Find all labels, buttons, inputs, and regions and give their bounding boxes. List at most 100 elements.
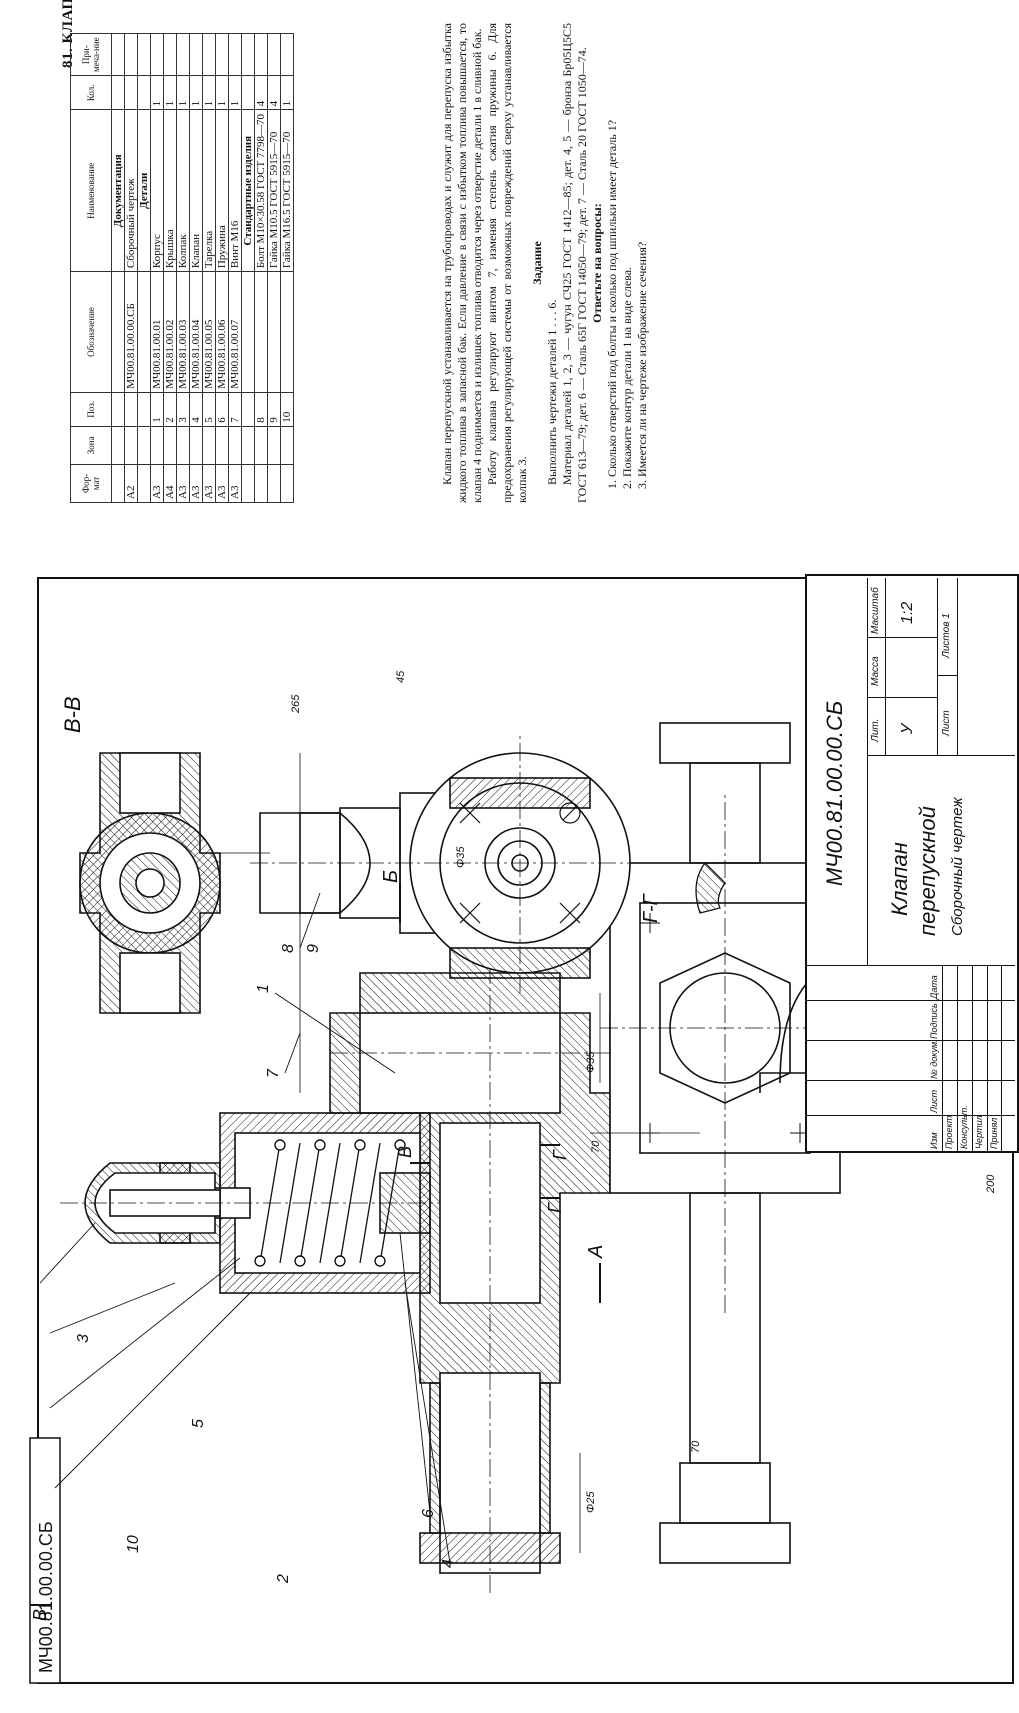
spec-cell-designation: МЧ00.81.00.01 (150, 271, 164, 393)
role-accepted: Принял (989, 1117, 999, 1149)
dim-265: 265 (290, 694, 302, 713)
spec-cell-name: Документация (111, 109, 125, 272)
spec-cell-note (202, 33, 216, 76)
spec-cell-note (124, 33, 138, 76)
col-pos: Поз. (70, 392, 112, 427)
spec-cell-name: Клапан (189, 109, 203, 272)
spec-cell-pos (111, 392, 125, 427)
spec-cell-designation (241, 271, 255, 393)
spec-cell-qty: 1 (176, 75, 190, 110)
spec-cell-name: Гайка М10.5 ГОСТ 5915—70 (267, 109, 281, 272)
spec-cell-designation (254, 271, 268, 393)
spec-row: Документация (111, 33, 125, 503)
spec-cell-format (241, 464, 255, 503)
spec-cell-format: А3 (228, 464, 242, 503)
spec-cell-format (254, 464, 268, 503)
spec-cell-note (163, 33, 177, 76)
col-name: Наименование (70, 109, 112, 272)
dim-25: Φ25 (585, 1491, 597, 1513)
task-line2: Материал деталей 1, 2, 3 — чугун СЧ25 ГО… (560, 23, 589, 503)
task-heading: Задание (530, 241, 544, 285)
spec-cell-name: Сборочный чертеж (124, 109, 138, 272)
title-name-cell: Клапан перепускной Сборочный чертеж (867, 755, 1015, 966)
rev-col-date: Дата (929, 975, 939, 999)
spec-cell-zone (124, 426, 138, 465)
col-format: Фор-мат (70, 464, 112, 503)
description-p2: Работу клапана регулируют винтом 7, изме… (485, 23, 529, 503)
section-vv-label: В-В (60, 696, 85, 733)
spec-cell-pos: 3 (176, 392, 190, 427)
spec-cell-zone (111, 426, 125, 465)
spec-cell-name: Детали (137, 109, 151, 272)
spec-cell-zone (176, 426, 190, 465)
section-arrows (30, 883, 601, 1606)
pos-9: 9 (305, 944, 322, 953)
scale-value: 1:2 (899, 601, 916, 624)
assembly-drawing (29, 577, 1014, 1684)
spec-cell-name: Стандартные изделия (241, 109, 255, 272)
spec-cell-qty: 1 (280, 75, 294, 110)
section-gg-label: Г-Г (640, 894, 662, 923)
spec-cell-note (176, 33, 190, 76)
spec-cell-designation: МЧ00.81.00.00.СБ (124, 271, 138, 393)
spec-cell-format: А3 (176, 464, 190, 503)
spec-cell-qty: 1 (189, 75, 203, 110)
spec-cell-pos: 10 (280, 392, 294, 427)
spec-cell-note (111, 33, 125, 76)
title-code: МЧ00.81.00.00.СБ (822, 700, 847, 886)
sheets-label: Листов 1 (941, 613, 952, 658)
spec-cell-designation (137, 271, 151, 393)
spec-cell-name: Корпус (150, 109, 164, 272)
mass-label: Масса (870, 656, 881, 686)
spec-cell-qty: 4 (254, 75, 268, 110)
question-2: 2. Покажите контур детали 1 на виде слев… (620, 266, 634, 489)
spec-cell-designation: МЧ00.81.00.03 (176, 271, 190, 393)
dim-35-a: Φ35 (585, 1051, 597, 1073)
pos-8: 8 (280, 944, 297, 953)
spec-row: Детали (137, 33, 151, 503)
spec-cell-name: Колпак (176, 109, 190, 272)
spec-cell-format (280, 464, 294, 503)
col-note: При-меча-ние (70, 33, 112, 76)
spec-cell-qty (111, 75, 125, 110)
spec-cell-format (267, 464, 281, 503)
col-designation: Обозначение (70, 271, 112, 393)
questions-heading: Ответьте на вопросы: (590, 203, 604, 323)
pos-2: 2 (275, 1574, 292, 1583)
spec-cell-pos (137, 392, 151, 427)
spec-cell-pos: 9 (267, 392, 281, 427)
spec-cell-qty: 1 (202, 75, 216, 110)
description-p1: Клапан перепускной устанавливается на тр… (440, 23, 484, 503)
lit-label: Лит. (870, 718, 881, 742)
pos-6: 6 (420, 1509, 437, 1518)
spec-cell-zone (150, 426, 164, 465)
col-qty: Кол. (70, 75, 112, 110)
spec-cell-format: А3 (189, 464, 203, 503)
spec-cell-zone (163, 426, 177, 465)
spec-cell-note (241, 33, 255, 76)
spec-cell-name: Болт М10×30.58 ГОСТ 7798—70 (254, 109, 268, 272)
spec-cell-designation (280, 271, 294, 393)
rev-col-doc: № докум. (929, 1039, 939, 1079)
dim-70-a: 70 (590, 1140, 602, 1153)
dim-35-b: Φ35 (455, 846, 467, 868)
spec-cell-zone (202, 426, 216, 465)
title-meta-cell: Лит. Масса Масштаб У 1:2 Лист Листов 1 (867, 578, 1015, 756)
rev-col-list: Лист (929, 1089, 939, 1113)
dim-45: 45 (395, 670, 407, 683)
stamp-box (29, 1437, 61, 1684)
spec-cell-designation: МЧ00.81.00.05 (202, 271, 216, 393)
spec-cell-pos (124, 392, 138, 427)
title-name-line1: Клапан (887, 842, 912, 916)
spec-cell-designation: МЧ00.81.00.04 (189, 271, 203, 393)
title-code-cell: МЧ00.81.00.00.СБ (807, 578, 868, 966)
spec-cell-pos: 4 (189, 392, 203, 427)
